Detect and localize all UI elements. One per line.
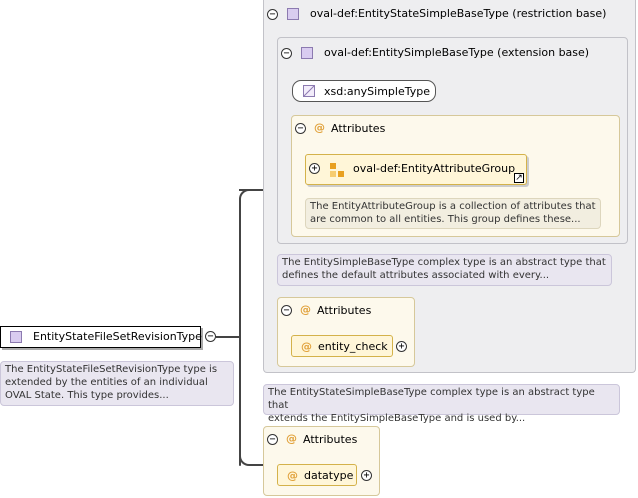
restriction-annotation-line-1: The EntityStateSimpleBaseType complex ty… bbox=[268, 387, 595, 411]
connector-top-curve bbox=[239, 189, 253, 203]
mid-attributes-at-icon: @ bbox=[300, 303, 311, 316]
extension-annotation: The EntitySimpleBaseType complex type is… bbox=[277, 254, 612, 286]
extension-label: oval-def:EntitySimpleBaseType (extension… bbox=[324, 46, 590, 59]
restriction-annotation-line-2: extends the EntitySimpleBaseType and is … bbox=[268, 413, 526, 424]
entity-check-at-icon: @ bbox=[301, 340, 312, 353]
datatype-toggle[interactable]: + bbox=[361, 470, 372, 481]
datatype-at-icon: @ bbox=[287, 469, 298, 482]
bottom-attributes-at-icon: @ bbox=[286, 432, 297, 445]
reference-link-icon[interactable]: ↗ bbox=[514, 173, 524, 183]
attribute-group-label: oval-def:EntityAttributeGroup bbox=[353, 162, 516, 175]
restriction-annotation: The EntityStateSimpleBaseType complex ty… bbox=[263, 384, 620, 424]
datatype-attribute[interactable]: @ datatype bbox=[277, 464, 357, 486]
mid-attributes-toggle[interactable]: − bbox=[281, 305, 292, 316]
root-toggle[interactable]: − bbox=[205, 331, 216, 342]
attribute-group-icon bbox=[330, 163, 344, 177]
bottom-attributes-title: Attributes bbox=[303, 433, 358, 446]
inner-attributes-at-icon: @ bbox=[314, 121, 325, 134]
entity-check-toggle[interactable]: + bbox=[396, 341, 407, 352]
entity-check-attribute[interactable]: @ entity_check bbox=[291, 335, 393, 357]
root-annotation-line-2: extended by the entities of an individua… bbox=[5, 377, 208, 388]
connector-root-h bbox=[216, 336, 240, 338]
attribute-group-toggle[interactable]: + bbox=[309, 163, 320, 174]
root-annotation: The EntityStateFileSetRevisionType type … bbox=[0, 361, 234, 406]
extension-type-icon bbox=[301, 47, 313, 59]
attribute-group-annotation: The EntityAttributeGroup is a collection… bbox=[305, 198, 601, 229]
restriction-label: oval-def:EntityStateSimpleBaseType (rest… bbox=[310, 7, 607, 20]
connector-bottom-curve bbox=[239, 452, 253, 466]
connector-trunk bbox=[239, 198, 241, 466]
connector-bottom-branch bbox=[250, 464, 264, 466]
attribute-group-box[interactable]: oval-def:EntityAttributeGroup ↗ bbox=[305, 154, 527, 185]
mid-attributes-title: Attributes bbox=[317, 304, 372, 317]
simple-type-pill[interactable]: xsd:anySimpleType bbox=[292, 80, 436, 102]
root-element[interactable]: EntityStateFileSetRevisionType bbox=[0, 326, 202, 348]
bottom-attributes-toggle[interactable]: − bbox=[267, 434, 278, 445]
root-annotation-line-3: OVAL State. This type provides... bbox=[5, 390, 169, 401]
root-label: EntityStateFileSetRevisionType bbox=[33, 330, 202, 343]
root-annotation-line-1: The EntityStateFileSetRevisionType type … bbox=[5, 364, 218, 375]
extension-annotation-line-1: The EntitySimpleBaseType complex type is… bbox=[282, 257, 606, 268]
inner-attributes-title: Attributes bbox=[331, 122, 386, 135]
entity-check-label: entity_check bbox=[318, 340, 388, 353]
restriction-toggle[interactable]: − bbox=[267, 9, 278, 20]
group-annotation-line-1: The EntityAttributeGroup is a collection… bbox=[310, 201, 596, 212]
datatype-label: datatype bbox=[304, 469, 354, 482]
extension-toggle[interactable]: − bbox=[281, 48, 292, 59]
extension-annotation-line-2: defines the default attributes associate… bbox=[282, 270, 550, 281]
simple-type-label: xsd:anySimpleType bbox=[324, 85, 430, 98]
restriction-type-icon bbox=[287, 8, 299, 20]
inner-attributes-toggle[interactable]: − bbox=[295, 123, 306, 134]
complex-type-icon bbox=[10, 331, 22, 343]
group-annotation-line-2: are common to all entities. This group d… bbox=[310, 214, 581, 225]
simple-type-icon bbox=[303, 85, 315, 97]
